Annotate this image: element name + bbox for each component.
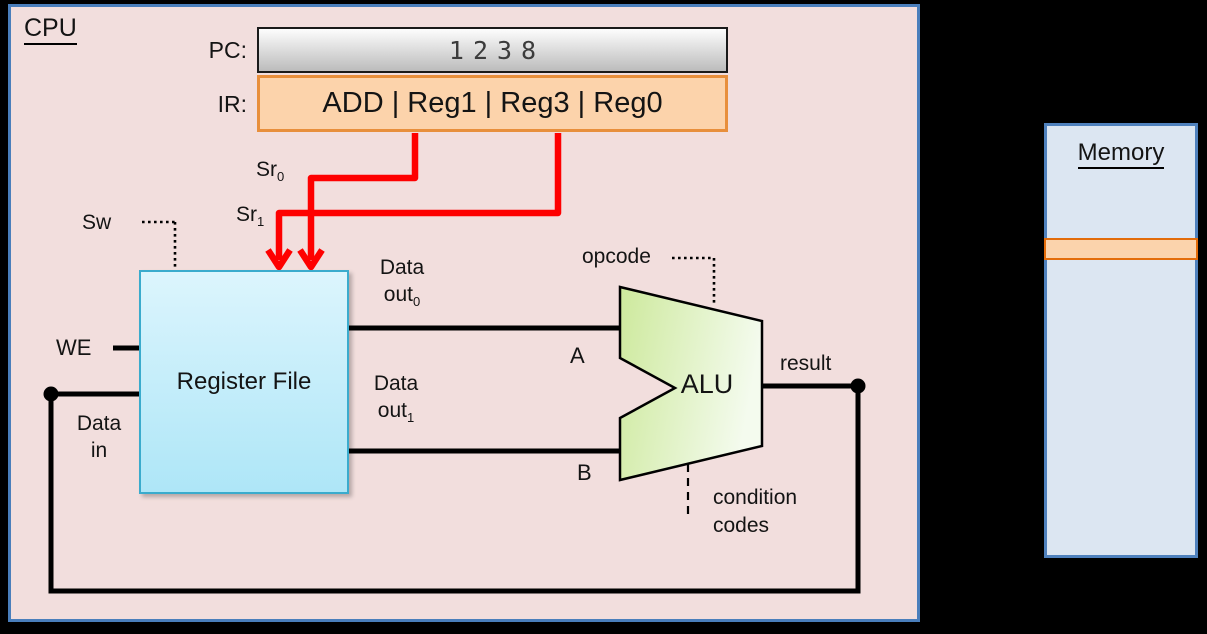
opcode-label: opcode bbox=[582, 245, 651, 268]
memory-box: Memory bbox=[1044, 123, 1198, 558]
memory-title: Memory bbox=[1047, 139, 1195, 169]
memory-title-text: Memory bbox=[1077, 139, 1165, 169]
pc-label: PC: bbox=[208, 37, 247, 63]
sw-label: Sw bbox=[82, 211, 112, 234]
ir-register: ADD | Reg1 | Reg3 | Reg0 bbox=[257, 75, 728, 132]
condition-codes-label: condition codes bbox=[713, 486, 798, 537]
pc-value: 1238 bbox=[448, 35, 546, 65]
memory-highlighted-row bbox=[1044, 238, 1198, 260]
data-out1-label: Data out1 bbox=[373, 372, 419, 426]
alu-label: ALU bbox=[680, 369, 734, 399]
we-label: WE bbox=[56, 335, 92, 360]
cpu-title: CPU bbox=[24, 14, 77, 45]
ir-label: IR: bbox=[217, 91, 247, 117]
sr1-label: Sr1 bbox=[236, 203, 265, 230]
register-file-label: Register File bbox=[176, 368, 312, 395]
data-in-label: Data in bbox=[76, 412, 122, 462]
ir-value: ADD | Reg1 | Reg3 | Reg0 bbox=[322, 87, 663, 119]
result-label: result bbox=[780, 352, 832, 375]
data-out0-label: Data out0 bbox=[379, 256, 425, 310]
register-file-box: Register File bbox=[139, 270, 349, 494]
pc-register: 1238 bbox=[257, 27, 728, 73]
alu-input-b-label: B bbox=[577, 460, 592, 485]
alu-input-a-label: A bbox=[570, 343, 585, 368]
sr0-label: Sr0 bbox=[256, 158, 285, 185]
cpu-title-text: CPU bbox=[24, 14, 77, 45]
